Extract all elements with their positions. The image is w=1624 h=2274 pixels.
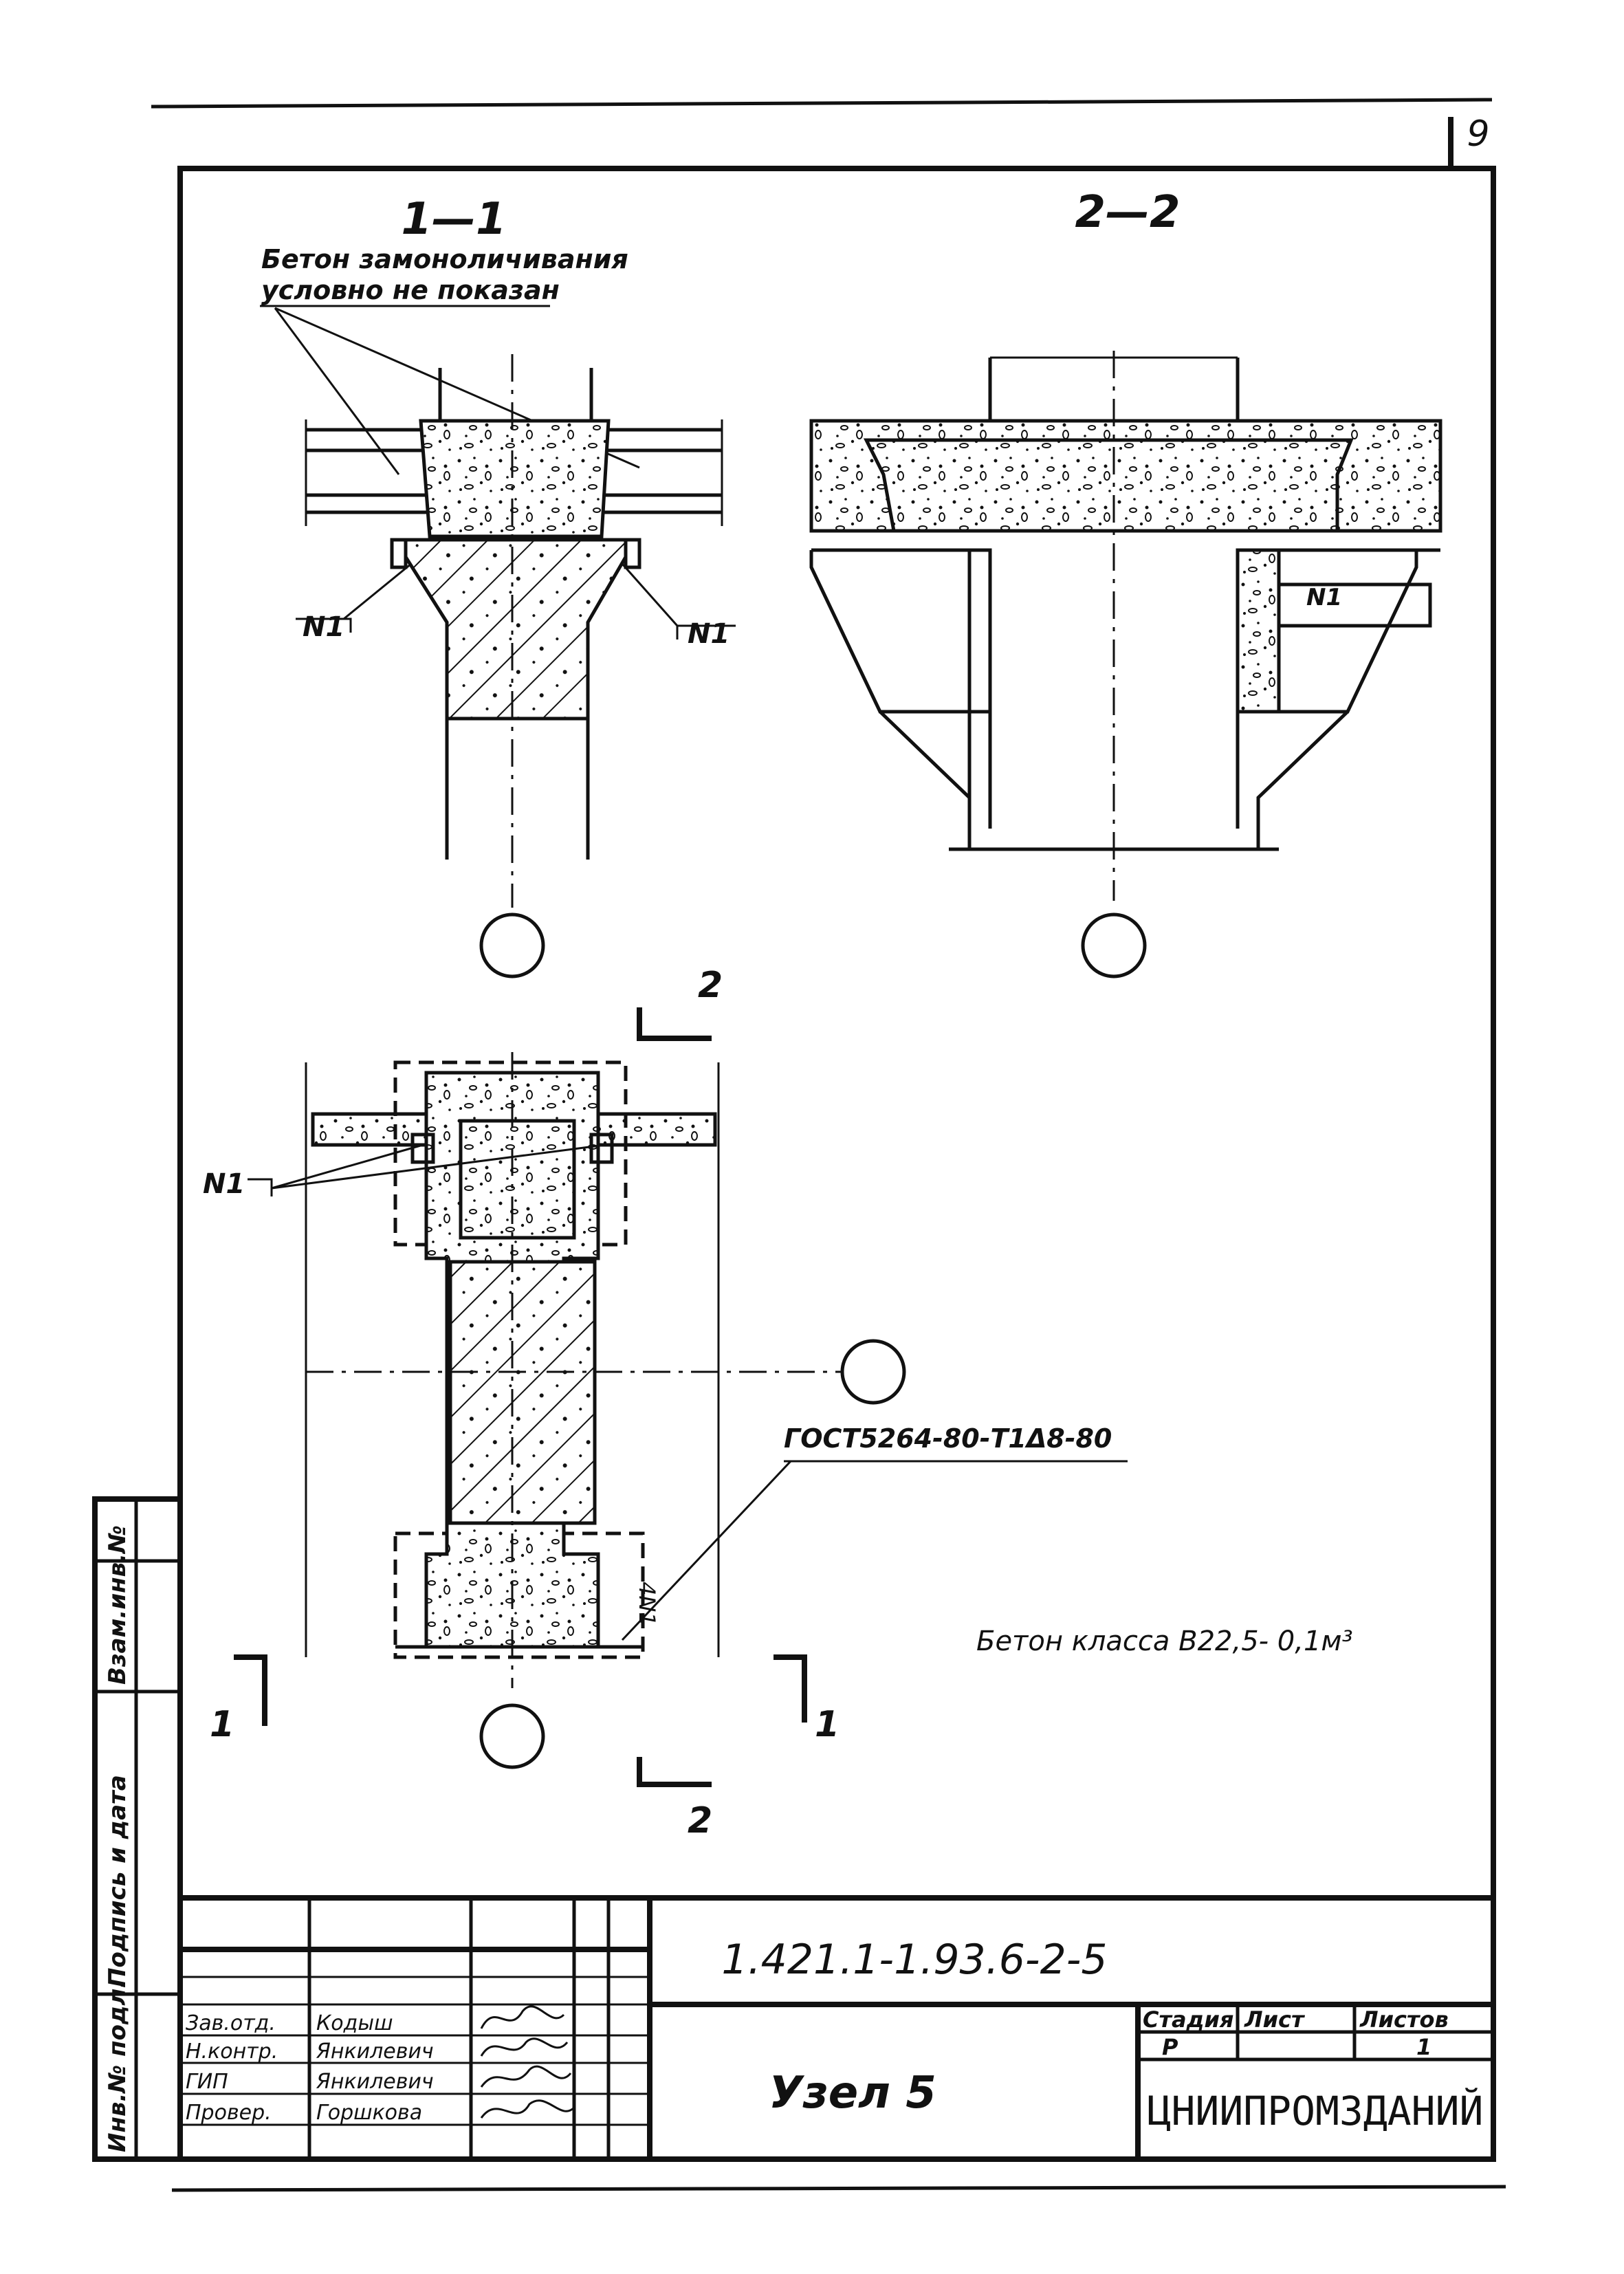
n1-label: N1: [1306, 584, 1342, 611]
section-1-1: 1—1 Бетон замоноличивания условно не пок…: [260, 194, 736, 979]
drawing-designation: 1.421.1-1.93.6-2-5: [721, 1936, 1107, 1984]
column-corbel: [404, 538, 628, 721]
axis-marker: [1081, 912, 1147, 979]
concrete-note-line1: Бетон замоноличивания: [261, 244, 628, 274]
axis-marker: [479, 912, 545, 979]
slab-concrete: [809, 419, 1442, 533]
n1-label: N1: [688, 618, 729, 650]
gost-note: ГОСТ5264-80-Т1Δ8-80: [784, 1423, 1112, 1454]
binding-strip: Инв.№ подл. Подпись и дата Взам.инв.№: [92, 1496, 183, 2162]
n1-label: N1: [203, 1168, 245, 1200]
section-2-2-title: 2—2: [1075, 187, 1180, 238]
organization-name: ЦНИИПРОМЗДАНИЙ: [1148, 2087, 1484, 2134]
cut-2-label: 2: [698, 965, 723, 1006]
sheets-label: Листов: [1359, 2007, 1449, 2033]
role-norm-control: Н.контр.: [186, 2040, 278, 2064]
role-head-dept: Зав.отд.: [186, 2011, 276, 2035]
name-chief-engineer: Янкилевич: [316, 2070, 434, 2094]
cut-1-label: 1: [210, 1704, 234, 1745]
name-norm-control: Янкилевич: [316, 2040, 434, 2064]
column-core: [448, 1260, 597, 1525]
name-checked: Горшкова: [316, 2101, 422, 2125]
concrete-note-line2: условно не показан: [261, 275, 560, 305]
binding-signature-date: Подпись и дата: [104, 1775, 131, 1987]
plan-view: 2 2 1 1 N1 ГОСТ5264-80: [203, 965, 1353, 1841]
sheets-value: 1: [1416, 2034, 1431, 2060]
sheet-title: Узел 5: [769, 2068, 936, 2119]
axis-marker: [479, 1703, 545, 1769]
page-number: 9: [1467, 113, 1489, 155]
signatures: [480, 2005, 575, 2119]
weld-count: 4N1: [634, 1582, 660, 1626]
axis-marker: [840, 1339, 906, 1405]
title-block: 1.421.1-1.93.6-2-5 Узел 5 Зав.отд. Н.кон…: [177, 1895, 1496, 2162]
leader-line: [274, 307, 400, 475]
role-checked: Провер.: [186, 2101, 272, 2125]
stage-label: Стадия: [1143, 2007, 1233, 2033]
name-head-dept: Кодыш: [316, 2011, 393, 2035]
binding-replaced-inv: Взам.инв.№: [104, 1525, 131, 1685]
cut-1-label: 1: [815, 1704, 840, 1745]
sheet-label: Лист: [1244, 2007, 1306, 2033]
concrete-joint: [419, 419, 611, 538]
section-1-1-title: 1—1: [401, 194, 506, 245]
stage-value: Р: [1162, 2034, 1178, 2060]
concrete-class-note: Бетон класса В22,5- 0,1м³: [976, 1626, 1353, 1657]
section-2-2: 2—2 N1: [809, 187, 1442, 979]
role-chief-engineer: ГИП: [186, 2070, 228, 2094]
n1-label: N1: [303, 611, 344, 643]
cut-2-label: 2: [688, 1800, 712, 1841]
binding-inv-no: Инв.№ подл.: [104, 1980, 131, 2152]
